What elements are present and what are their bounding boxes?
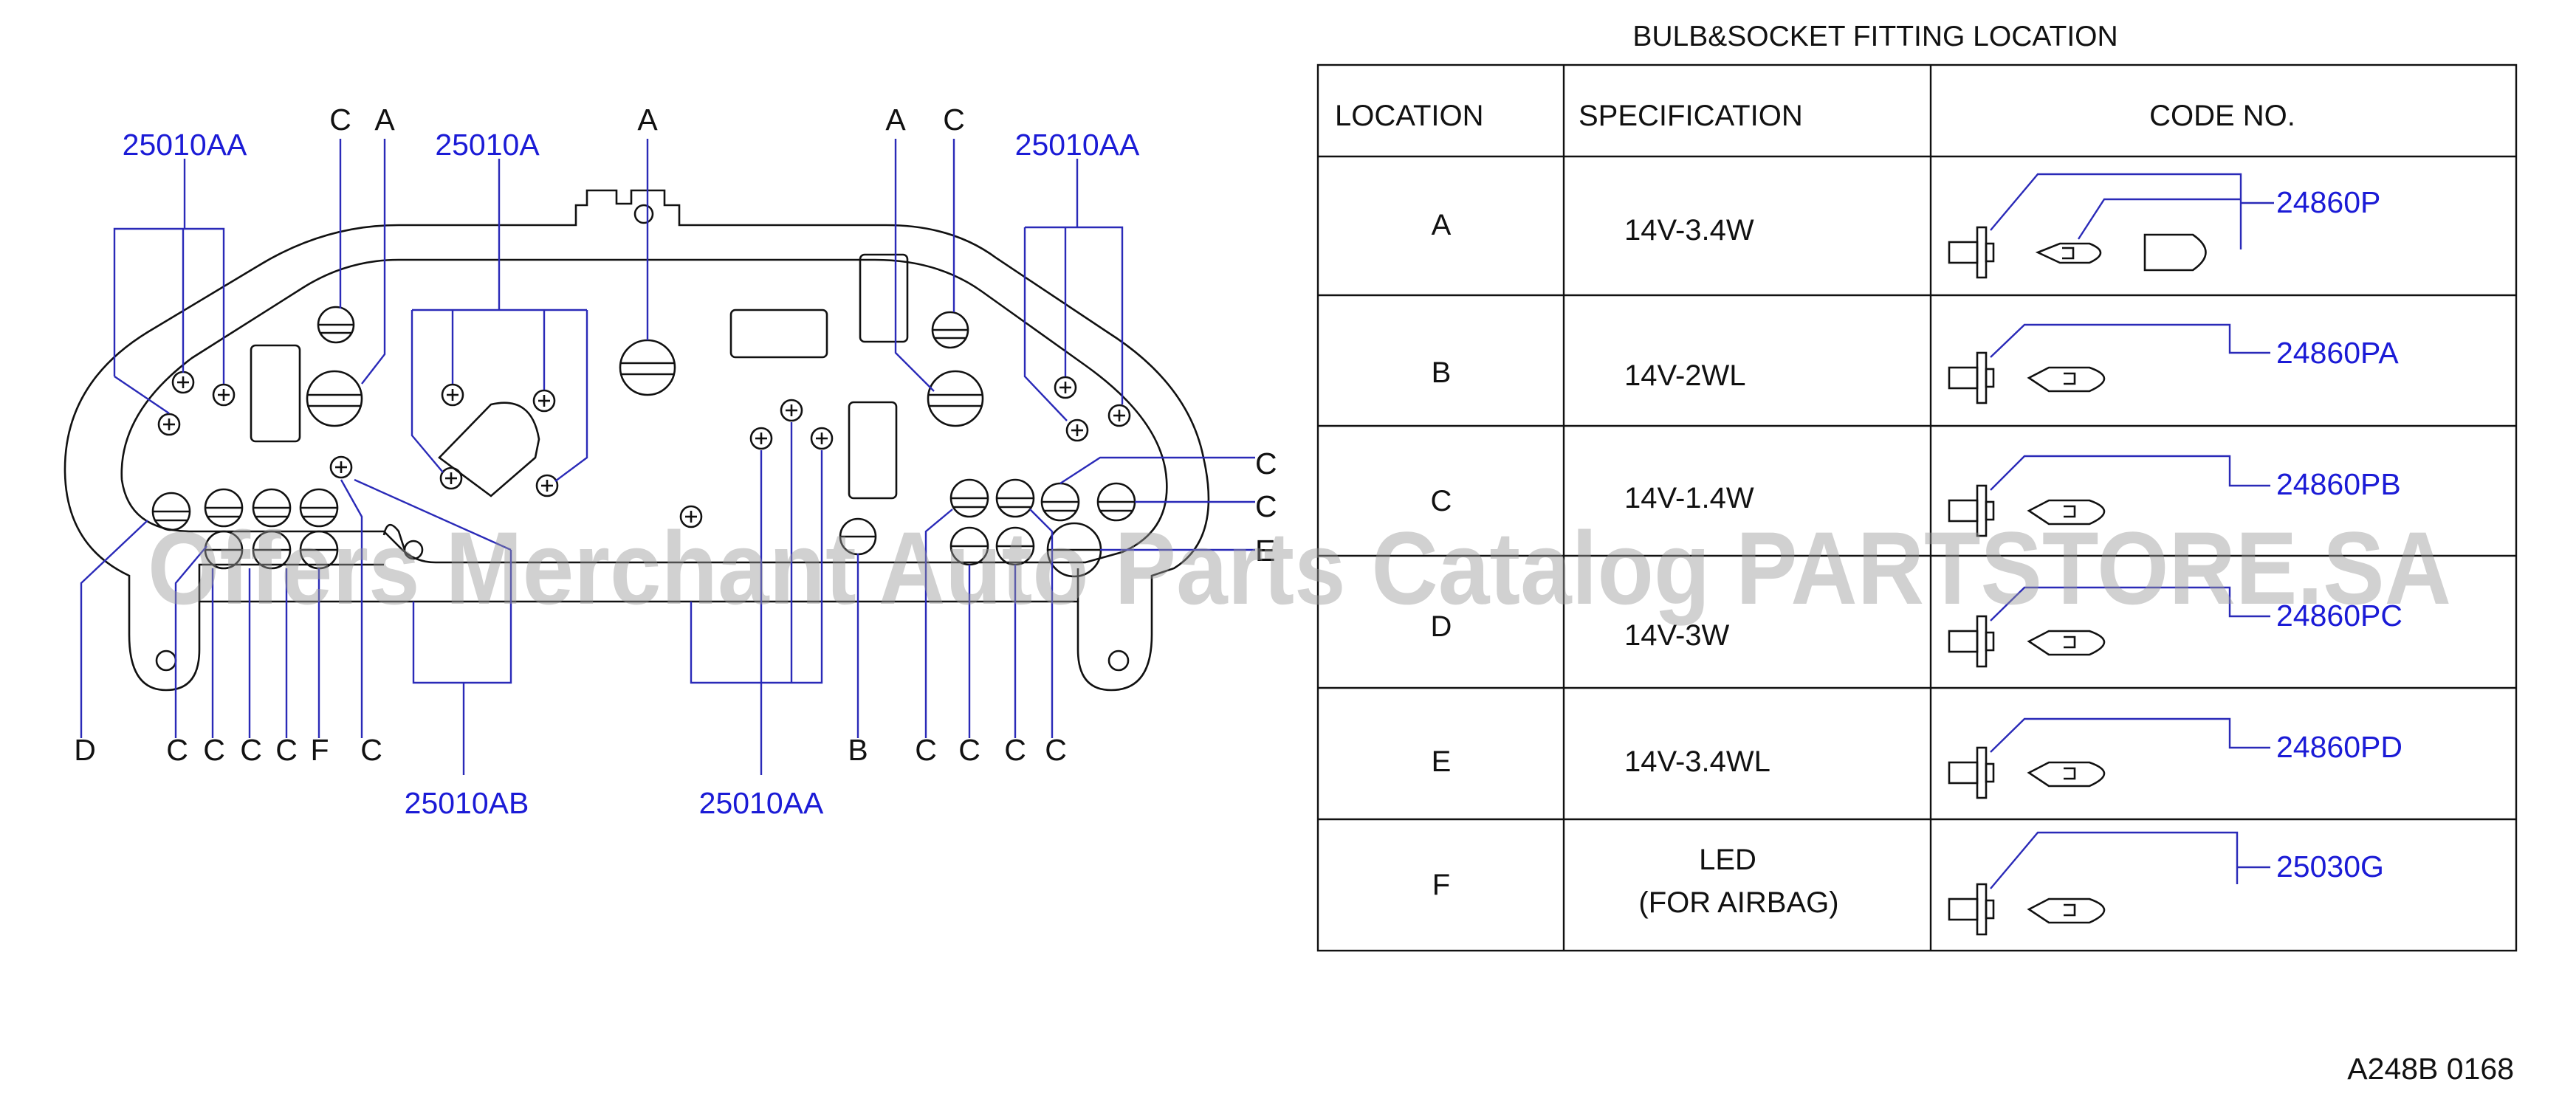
- row-code: 24860PC: [2276, 599, 2402, 633]
- label-e-right: E: [1255, 534, 1275, 568]
- diagram-labels: 25010AA C A 25010A A A C 25010AA C C E D…: [74, 103, 1277, 820]
- table-row: E 14V-3.4WL 24860PD: [1432, 717, 2402, 799]
- bulb-socket-icon: [1948, 455, 2270, 537]
- meter-window-right: [848, 401, 898, 500]
- table-title: BULB&SOCKET FITTING LOCATION: [1632, 21, 2118, 52]
- label-c-bottom-5: C: [360, 733, 382, 767]
- header-code-no: CODE NO.: [2149, 100, 2295, 132]
- table-row: C 14V-1.4W 24860PB: [1431, 455, 2401, 537]
- row-code: 24860PD: [2276, 730, 2402, 764]
- meter-gauge-housing: [438, 402, 540, 497]
- meter-inner-recess: [120, 258, 1168, 564]
- label-d-bottom: D: [74, 733, 96, 767]
- meter-lower-flange: [198, 563, 1079, 602]
- row-spec: 14V-2WL: [1624, 359, 1746, 392]
- row-location: A: [1432, 209, 1452, 241]
- row-location: F: [1432, 869, 1450, 901]
- row-spec: 14V-3.4W: [1624, 214, 1754, 247]
- header-specification: SPECIFICATION: [1579, 100, 1803, 132]
- label-a-top-left: A: [374, 103, 395, 137]
- part-label-25010aa-left: 25010AA: [123, 128, 247, 162]
- row-code: 24860P: [2276, 185, 2380, 219]
- table-row: A 14V-3.4W 24860P: [1432, 173, 2380, 279]
- bulb-socket-icon: [1948, 173, 2274, 279]
- row-location: D: [1431, 610, 1452, 643]
- label-c-bottom-6: C: [915, 733, 937, 767]
- row-spec: 14V-1.4W: [1624, 482, 1754, 514]
- label-c-bottom-8: C: [1004, 733, 1026, 767]
- bulb-socket-icon: [1948, 831, 2270, 936]
- table-row: D 14V-3W 24860PC: [1431, 586, 2402, 668]
- label-c-bottom-9: C: [1045, 733, 1067, 767]
- bulb-socket-icon: [1948, 586, 2270, 668]
- mount-hole-top: [633, 204, 654, 224]
- row-location: C: [1431, 485, 1452, 517]
- row-location: E: [1432, 745, 1452, 778]
- watermark-text: Offers Merchant Auto Parts Catalog PARTS…: [148, 510, 2451, 626]
- label-a-top-center: A: [637, 103, 658, 137]
- label-c-right-upper: C: [1255, 447, 1277, 480]
- label-c-bottom-4: C: [275, 733, 298, 767]
- table-row: B 14V-2WL 24860PA: [1432, 323, 2399, 404]
- meter-window-top-right: [859, 253, 909, 343]
- meter-window-left: [250, 344, 301, 443]
- label-b-bottom: B: [848, 733, 868, 767]
- row-code: 25030G: [2276, 850, 2384, 883]
- row-location: B: [1432, 356, 1452, 389]
- bulb-socket-icon: [1948, 717, 2270, 799]
- label-c-top-left: C: [329, 103, 351, 137]
- table-row: F LED (FOR AIRBAG) 25030G: [1432, 831, 2384, 936]
- combination-meter-drawing: 25010AA C A 25010A A A C 25010AA C C E D…: [63, 103, 1277, 820]
- bulb-socket-icon: [1948, 323, 2270, 404]
- row-spec: LED: [1699, 844, 1756, 876]
- meter-window-center: [729, 309, 828, 359]
- header-location: LOCATION: [1335, 100, 1484, 132]
- row-spec: 14V-3W: [1624, 619, 1730, 652]
- label-c-bottom-2: C: [203, 733, 225, 767]
- table-frame: [1316, 63, 2518, 952]
- label-c-bottom-1: C: [166, 733, 188, 767]
- part-label-25010aa-bottom: 25010AA: [699, 786, 824, 820]
- part-label-25010a: 25010A: [435, 128, 540, 162]
- mount-hole-right: [1107, 650, 1130, 672]
- label-c-bottom-3: C: [240, 733, 262, 767]
- part-label-25010aa-right: 25010AA: [1015, 128, 1140, 162]
- label-a-top-right: A: [885, 103, 906, 137]
- label-f-bottom: F: [310, 733, 329, 767]
- figure-code: A248B 0168: [2347, 1052, 2514, 1086]
- part-label-25010ab: 25010AB: [405, 786, 529, 820]
- row-code: 24860PB: [2276, 467, 2401, 501]
- label-c-right-lower: C: [1255, 489, 1277, 523]
- leader-lines: [80, 139, 1255, 775]
- label-c-bottom-7: C: [958, 733, 980, 767]
- row-spec: 14V-3.4WL: [1624, 745, 1770, 778]
- label-c-top-right: C: [943, 103, 965, 137]
- bulb-socket-table: BULB&SOCKET FITTING LOCATION LOCATION SP…: [1316, 21, 2518, 952]
- row-code: 24860PA: [2276, 336, 2399, 370]
- row-spec-note: (FOR AIRBAG): [1638, 886, 1838, 919]
- mount-hole-left: [155, 650, 177, 672]
- screw-group: [157, 371, 1131, 528]
